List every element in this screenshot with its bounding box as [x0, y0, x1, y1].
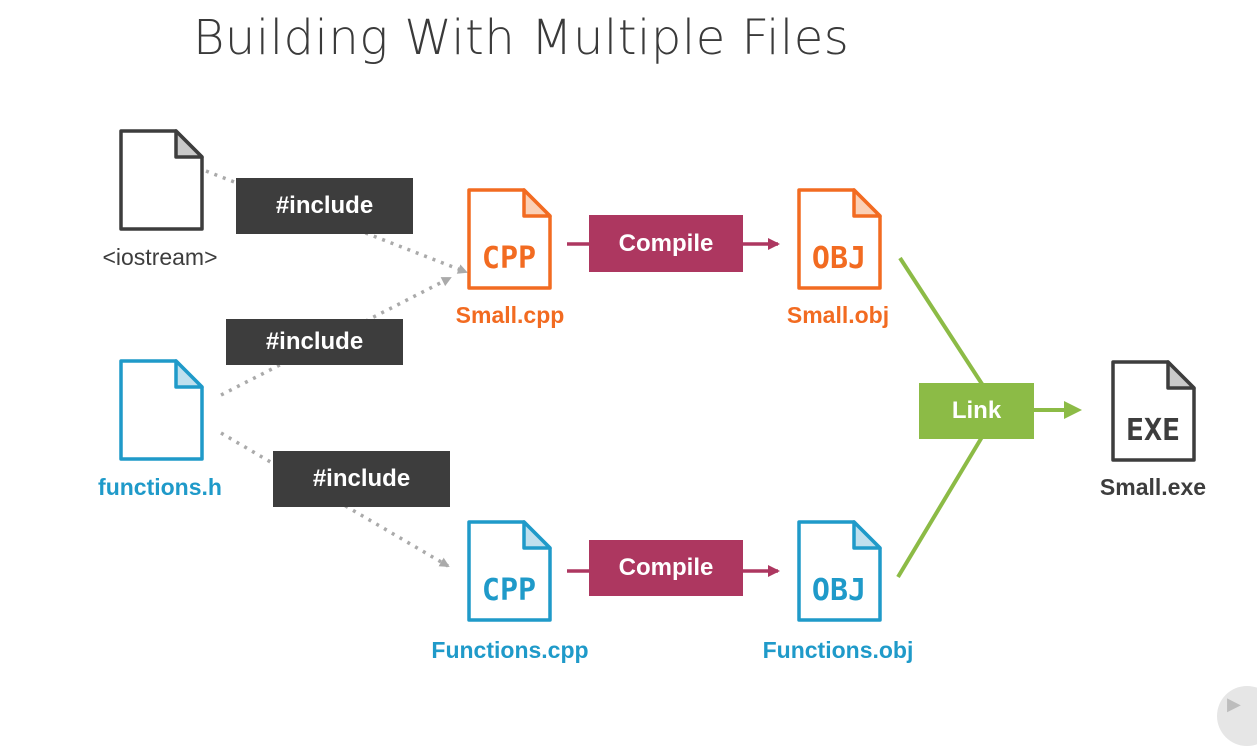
- file-icon-functions-obj: OBJ: [797, 520, 882, 622]
- include-label-functions-functions: #include: [273, 451, 450, 507]
- build-diagram: CPP CPP OBJ OBJ EXE: [119, 129, 1196, 622]
- file-label-functions-h: functions.h: [98, 474, 222, 500]
- link-line-small: [898, 256, 984, 386]
- file-badge-functions-cpp: CPP: [482, 573, 536, 608]
- file-badge-small-obj: OBJ: [812, 241, 866, 276]
- file-badge-small-exe: EXE: [1126, 413, 1180, 448]
- file-icon-small-obj: OBJ: [797, 188, 882, 290]
- slide-title: Building With Multiple Files: [193, 10, 850, 66]
- file-label-iostream: <iostream>: [102, 244, 218, 270]
- file-badge-small-cpp: CPP: [482, 241, 536, 276]
- file-label-small-exe: Small.exe: [1099, 474, 1207, 500]
- file-label-functions-obj: Functions.obj: [762, 637, 914, 663]
- file-label-functions-cpp: Functions.cpp: [431, 637, 589, 663]
- file-icon-small-cpp: CPP: [467, 188, 552, 290]
- file-label-small-cpp: Small.cpp: [455, 302, 565, 328]
- compile-label-small: Compile: [589, 215, 743, 272]
- compile-label-functions: Compile: [589, 540, 743, 596]
- link-label: Link: [919, 383, 1034, 439]
- include-label-iostream: #include: [236, 178, 413, 234]
- file-label-small-obj: Small.obj: [786, 302, 890, 328]
- include-label-functions-small: #include: [226, 319, 403, 365]
- file-icon-small-exe: EXE: [1111, 360, 1196, 462]
- file-icon-iostream: [119, 129, 204, 231]
- file-icon-functions-h: [119, 359, 204, 461]
- link-line-functions: [896, 435, 984, 579]
- link-arrow-head: [1064, 401, 1082, 419]
- file-icon-functions-cpp: CPP: [467, 520, 552, 622]
- file-badge-functions-obj: OBJ: [812, 573, 866, 608]
